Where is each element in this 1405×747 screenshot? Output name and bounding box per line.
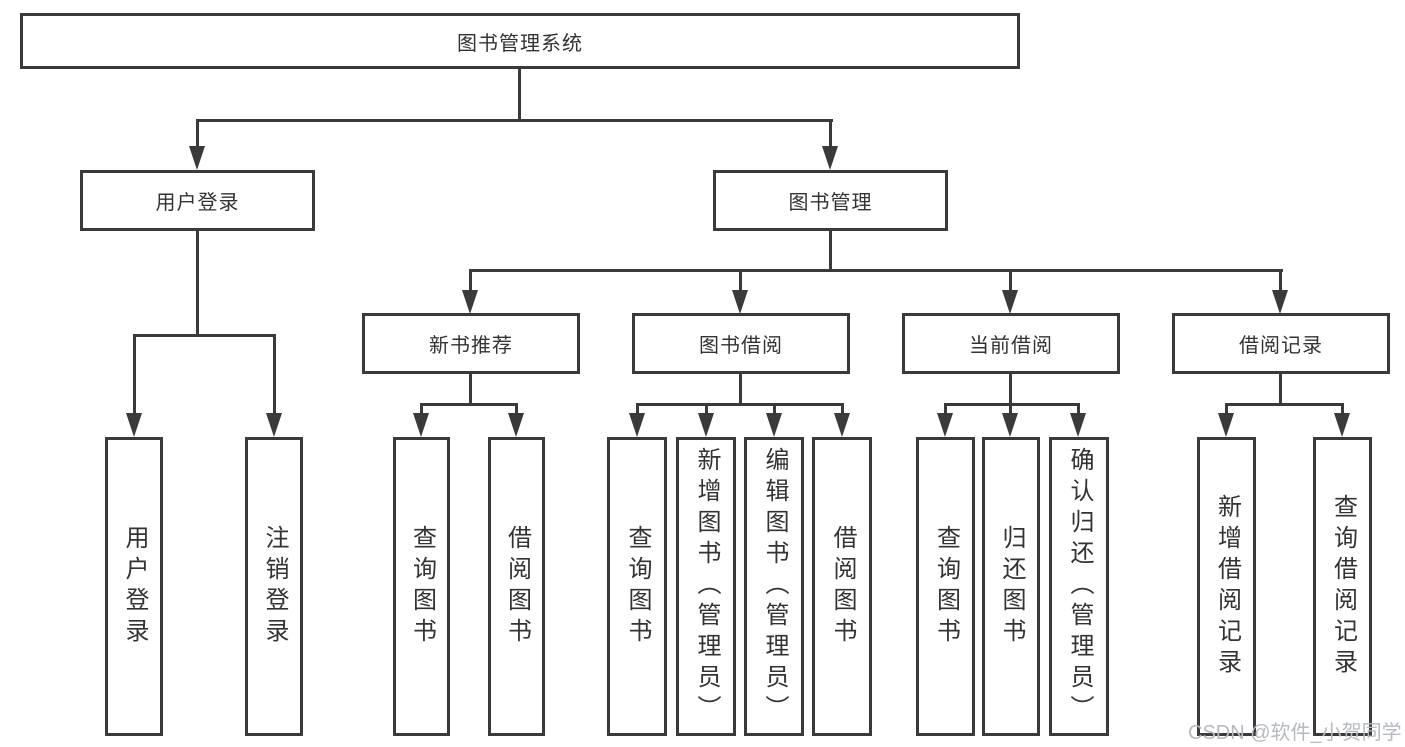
leaf-query-books-recommend: 查询图书 bbox=[393, 437, 450, 736]
node-label: 查询图书 bbox=[624, 524, 651, 649]
node-label: 新增借阅记录 bbox=[1213, 493, 1241, 680]
node-label: 查询借阅记录 bbox=[1329, 493, 1357, 680]
node-label: 确认归还（管理员） bbox=[1066, 447, 1093, 726]
connector-line bbox=[944, 403, 1080, 406]
leaf-logout: 注销登录 bbox=[245, 437, 303, 736]
leaf-query-books-current: 查询图书 bbox=[916, 437, 975, 736]
node-label: 查询图书 bbox=[932, 524, 960, 649]
leaf-confirm-return-admin: 确认归还（管理员） bbox=[1049, 437, 1109, 736]
leaf-borrow-books-recommend: 借阅图书 bbox=[488, 437, 545, 736]
csdn-watermark: CSDN @软件_小贺同学 bbox=[1188, 722, 1402, 744]
connector-line bbox=[1341, 403, 1344, 416]
connector-line bbox=[1009, 403, 1012, 416]
arrowhead-icon bbox=[1002, 413, 1018, 437]
connector-line bbox=[705, 403, 708, 416]
arrowhead-icon bbox=[937, 413, 953, 437]
leaf-borrow-books: 借阅图书 bbox=[812, 437, 872, 736]
leaf-return-books: 归还图书 bbox=[982, 437, 1040, 736]
node-label: 图书管理系统 bbox=[457, 32, 583, 55]
connector-line bbox=[1009, 374, 1012, 405]
connector-line bbox=[636, 403, 639, 416]
connector-line bbox=[469, 269, 1283, 272]
node-book-borrowing: 图书借阅 bbox=[632, 313, 850, 374]
connector-line bbox=[829, 231, 832, 271]
node-library-management-system: 图书管理系统 bbox=[20, 13, 1020, 69]
node-label: 归还图书 bbox=[998, 524, 1025, 649]
connector-line bbox=[469, 269, 472, 291]
connector-line bbox=[273, 334, 276, 413]
arrowhead-icon bbox=[822, 146, 838, 170]
node-new-book-recommendation: 新书推荐 bbox=[362, 313, 580, 374]
arrowhead-icon bbox=[126, 413, 142, 437]
leaf-add-borrow-record: 新增借阅记录 bbox=[1197, 437, 1256, 736]
node-label: 新增图书（管理员） bbox=[693, 447, 720, 726]
arrowhead-icon bbox=[766, 413, 782, 437]
connector-line bbox=[1279, 269, 1282, 291]
node-label: 图书借阅 bbox=[699, 335, 783, 357]
connector-line bbox=[196, 231, 199, 335]
arrowhead-icon bbox=[834, 413, 850, 437]
arrowhead-icon bbox=[1002, 290, 1018, 314]
connector-line bbox=[1279, 374, 1282, 405]
connector-line bbox=[739, 269, 742, 291]
connector-line bbox=[829, 119, 832, 148]
arrowhead-icon bbox=[1218, 413, 1234, 437]
arrowhead-icon bbox=[1272, 290, 1288, 314]
node-label: 借阅图书 bbox=[503, 524, 531, 649]
leaf-edit-books-admin: 编辑图书（管理员） bbox=[744, 437, 804, 736]
node-label: 用户登录 bbox=[121, 524, 148, 649]
node-label: 图书管理 bbox=[788, 192, 873, 214]
node-label: 用户登录 bbox=[155, 192, 240, 214]
connector-line bbox=[420, 403, 423, 416]
connector-line bbox=[773, 403, 776, 416]
leaf-query-books-borrowing: 查询图书 bbox=[607, 437, 667, 736]
node-user-login: 用户登录 bbox=[80, 170, 315, 231]
leaf-add-books-admin: 新增图书（管理员） bbox=[676, 437, 736, 736]
node-borrowing-records: 借阅记录 bbox=[1172, 313, 1390, 374]
arrowhead-icon bbox=[732, 290, 748, 314]
connector-line bbox=[133, 334, 276, 337]
node-book-management: 图书管理 bbox=[713, 170, 948, 231]
arrowhead-icon bbox=[698, 413, 714, 437]
connector-line bbox=[1225, 403, 1344, 406]
connector-line bbox=[1225, 403, 1228, 416]
connector-line bbox=[636, 403, 844, 406]
connector-line bbox=[133, 334, 136, 413]
arrowhead-icon bbox=[462, 290, 478, 314]
arrowhead-icon bbox=[629, 413, 645, 437]
node-label: 借阅记录 bbox=[1239, 335, 1323, 357]
node-current-borrowing: 当前借阅 bbox=[902, 313, 1120, 374]
leaf-query-borrow-record: 查询借阅记录 bbox=[1313, 437, 1372, 736]
connector-line bbox=[841, 403, 844, 416]
node-label: 查询图书 bbox=[408, 524, 436, 649]
connector-line bbox=[1077, 403, 1080, 416]
connector-line bbox=[420, 403, 518, 406]
node-label: 注销登录 bbox=[261, 524, 288, 649]
connector-line bbox=[1009, 269, 1012, 291]
connector-line bbox=[944, 403, 947, 416]
arrowhead-icon bbox=[266, 413, 282, 437]
connector-line bbox=[739, 374, 742, 405]
arrowhead-icon bbox=[413, 413, 429, 437]
connector-line bbox=[515, 403, 518, 416]
connector-line bbox=[196, 119, 199, 148]
arrowhead-icon bbox=[508, 413, 524, 437]
connector-line bbox=[196, 119, 833, 122]
arrowhead-icon bbox=[1070, 413, 1086, 437]
arrowhead-icon bbox=[189, 146, 205, 170]
arrowhead-icon bbox=[1334, 413, 1350, 437]
connector-line bbox=[469, 374, 472, 405]
node-label: 新书推荐 bbox=[429, 335, 513, 357]
leaf-user-login: 用户登录 bbox=[105, 437, 163, 736]
node-label: 编辑图书（管理员） bbox=[761, 447, 788, 726]
node-label: 借阅图书 bbox=[829, 524, 856, 649]
connector-line bbox=[518, 69, 521, 121]
node-label: 当前借阅 bbox=[969, 335, 1053, 357]
